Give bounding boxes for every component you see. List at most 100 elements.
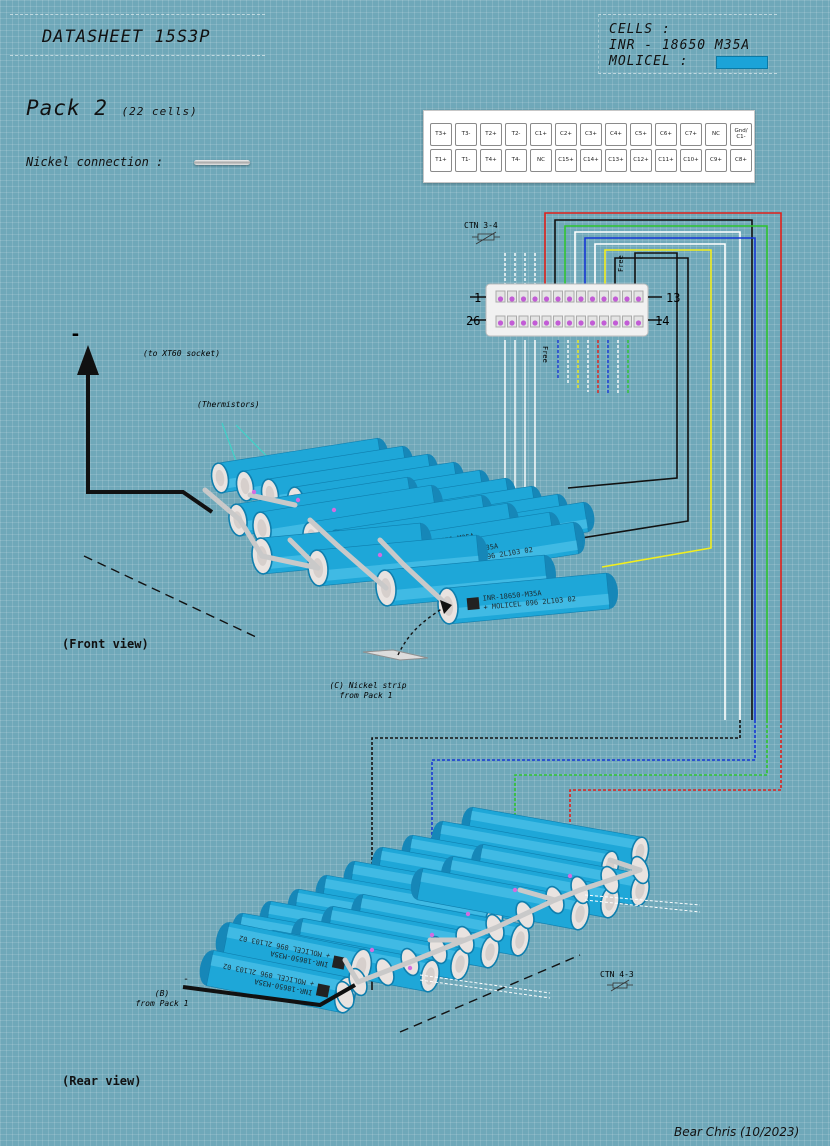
ctn-top-label: CTN 3-4 bbox=[464, 221, 498, 230]
nickel-strip bbox=[287, 537, 321, 571]
pin-contact bbox=[589, 320, 596, 326]
wire-red-rear bbox=[569, 720, 782, 835]
wire-white-1 bbox=[574, 231, 741, 720]
pin-cell: T3- bbox=[455, 123, 477, 146]
cell-highlight bbox=[226, 926, 364, 965]
front-nickel-strips bbox=[202, 487, 451, 609]
pin-label-26: 26 bbox=[466, 314, 480, 328]
pin-cell: C2+ bbox=[555, 123, 577, 146]
nickel-strip-swatch bbox=[194, 160, 250, 165]
nickel-connection-label: Nickel connection : bbox=[26, 155, 164, 169]
nickel-strip bbox=[259, 553, 321, 571]
pin-cell: NC bbox=[530, 149, 552, 172]
pin-contact bbox=[635, 296, 642, 302]
battery-cell: INR-18650-M35A+ MOLICEL 096 2L103 02 bbox=[199, 949, 357, 1014]
battery-cell: INR-18650-M35A+ MOLICEL 096 2L103 02 bbox=[437, 572, 618, 625]
pin-cell: C10+ bbox=[680, 149, 702, 172]
cell-terminal bbox=[635, 881, 645, 899]
rear-thermistor-guides bbox=[419, 894, 701, 999]
pin-contact bbox=[497, 296, 504, 302]
pin-cell: C5+ bbox=[630, 123, 652, 146]
pin-contact bbox=[509, 320, 515, 326]
cell-terminal bbox=[575, 905, 585, 923]
pin-contact bbox=[555, 320, 561, 326]
pin-contact bbox=[509, 296, 515, 302]
qr-code-icon bbox=[331, 955, 346, 970]
battery-cell: INR-18650-M35A+ MOLICEL 096 2L103 02 bbox=[215, 921, 373, 986]
nickel-strip bbox=[492, 897, 558, 931]
weld-spot bbox=[465, 911, 471, 917]
pin-cell: Gnd/ C1- bbox=[730, 123, 752, 146]
cell-terminal bbox=[240, 477, 250, 495]
pin-label-13: 13 bbox=[666, 291, 680, 305]
title-frame bbox=[10, 14, 265, 56]
cell-terminal bbox=[257, 519, 267, 537]
wire-black-rear bbox=[371, 720, 741, 950]
pin-contact bbox=[566, 320, 573, 326]
connector-stub-wires bbox=[504, 253, 629, 395]
weld-spot bbox=[369, 947, 375, 953]
cell-terminal bbox=[515, 931, 525, 949]
nickel-strip bbox=[577, 867, 643, 893]
wire-black-1 bbox=[554, 219, 753, 720]
nickel-strip bbox=[342, 957, 361, 985]
pin-cell: C14+ bbox=[580, 149, 602, 172]
nickel-strip bbox=[401, 562, 451, 609]
thermistors-note: (Thermistors) bbox=[197, 400, 260, 409]
nickel-strip bbox=[335, 543, 389, 591]
cell-highlight bbox=[470, 810, 642, 850]
guide-lines bbox=[83, 555, 581, 1033]
pack-name: Pack 2 bbox=[26, 96, 108, 120]
pin-contact bbox=[520, 296, 527, 302]
nickel-strip bbox=[202, 487, 243, 523]
author-credit: Bear Chris (10/2023) bbox=[674, 1125, 800, 1139]
rear-view-label: (Rear view) bbox=[62, 1074, 142, 1088]
pin-cell: C15+ bbox=[555, 149, 577, 172]
wire-black-2 bbox=[549, 257, 689, 544]
pin-label-14: 14 bbox=[655, 314, 669, 328]
pin-contact bbox=[555, 296, 561, 302]
pin-cell: T3+ bbox=[430, 123, 452, 146]
nickel-strip bbox=[355, 959, 413, 985]
pin-contact bbox=[532, 296, 538, 302]
rear-minus-sign: - bbox=[183, 974, 189, 985]
pin-cell: C1+ bbox=[530, 123, 552, 146]
cells-label: CELLS : bbox=[609, 22, 671, 37]
pin-contact bbox=[635, 320, 642, 326]
free-label-bottom: Free bbox=[541, 346, 549, 363]
pin-contact bbox=[612, 320, 619, 326]
wire-black-3 bbox=[567, 252, 678, 489]
battery-cell bbox=[410, 867, 590, 931]
nickel-strip bbox=[462, 925, 498, 943]
nickel-strip bbox=[247, 492, 298, 508]
pin-contact bbox=[543, 320, 550, 326]
nickel-strip bbox=[607, 857, 643, 873]
page-title: DATASHEET 15S3P bbox=[42, 27, 211, 47]
nickel-strip bbox=[237, 517, 265, 559]
nickel-strip-c bbox=[362, 600, 452, 661]
pin-cell: T4+ bbox=[480, 149, 502, 172]
nickel-strip bbox=[552, 887, 583, 903]
pin-cell: C12+ bbox=[630, 149, 652, 172]
pin-contact bbox=[601, 320, 607, 326]
rear-nickel-strips bbox=[342, 857, 643, 985]
front-view-label: (Front view) bbox=[62, 637, 149, 651]
nickel-strip bbox=[307, 517, 341, 549]
weld-spot bbox=[567, 873, 573, 879]
pin-contact bbox=[543, 296, 550, 302]
pin-contact bbox=[497, 320, 504, 326]
pin-contact bbox=[624, 296, 630, 302]
pin-cell: C4+ bbox=[605, 123, 627, 146]
thermistor-symbol-bottom-icon bbox=[607, 979, 633, 992]
wire-red bbox=[544, 212, 782, 720]
pack-subtitle: (22 cells) bbox=[121, 105, 198, 118]
wire-green bbox=[564, 225, 768, 720]
weld-spot bbox=[429, 932, 435, 938]
wire-blue bbox=[584, 237, 756, 720]
pin-label-1: 1 bbox=[474, 291, 481, 305]
cell-highlight bbox=[440, 824, 612, 864]
pack-title: Pack 2 (22 cells) bbox=[26, 96, 198, 120]
